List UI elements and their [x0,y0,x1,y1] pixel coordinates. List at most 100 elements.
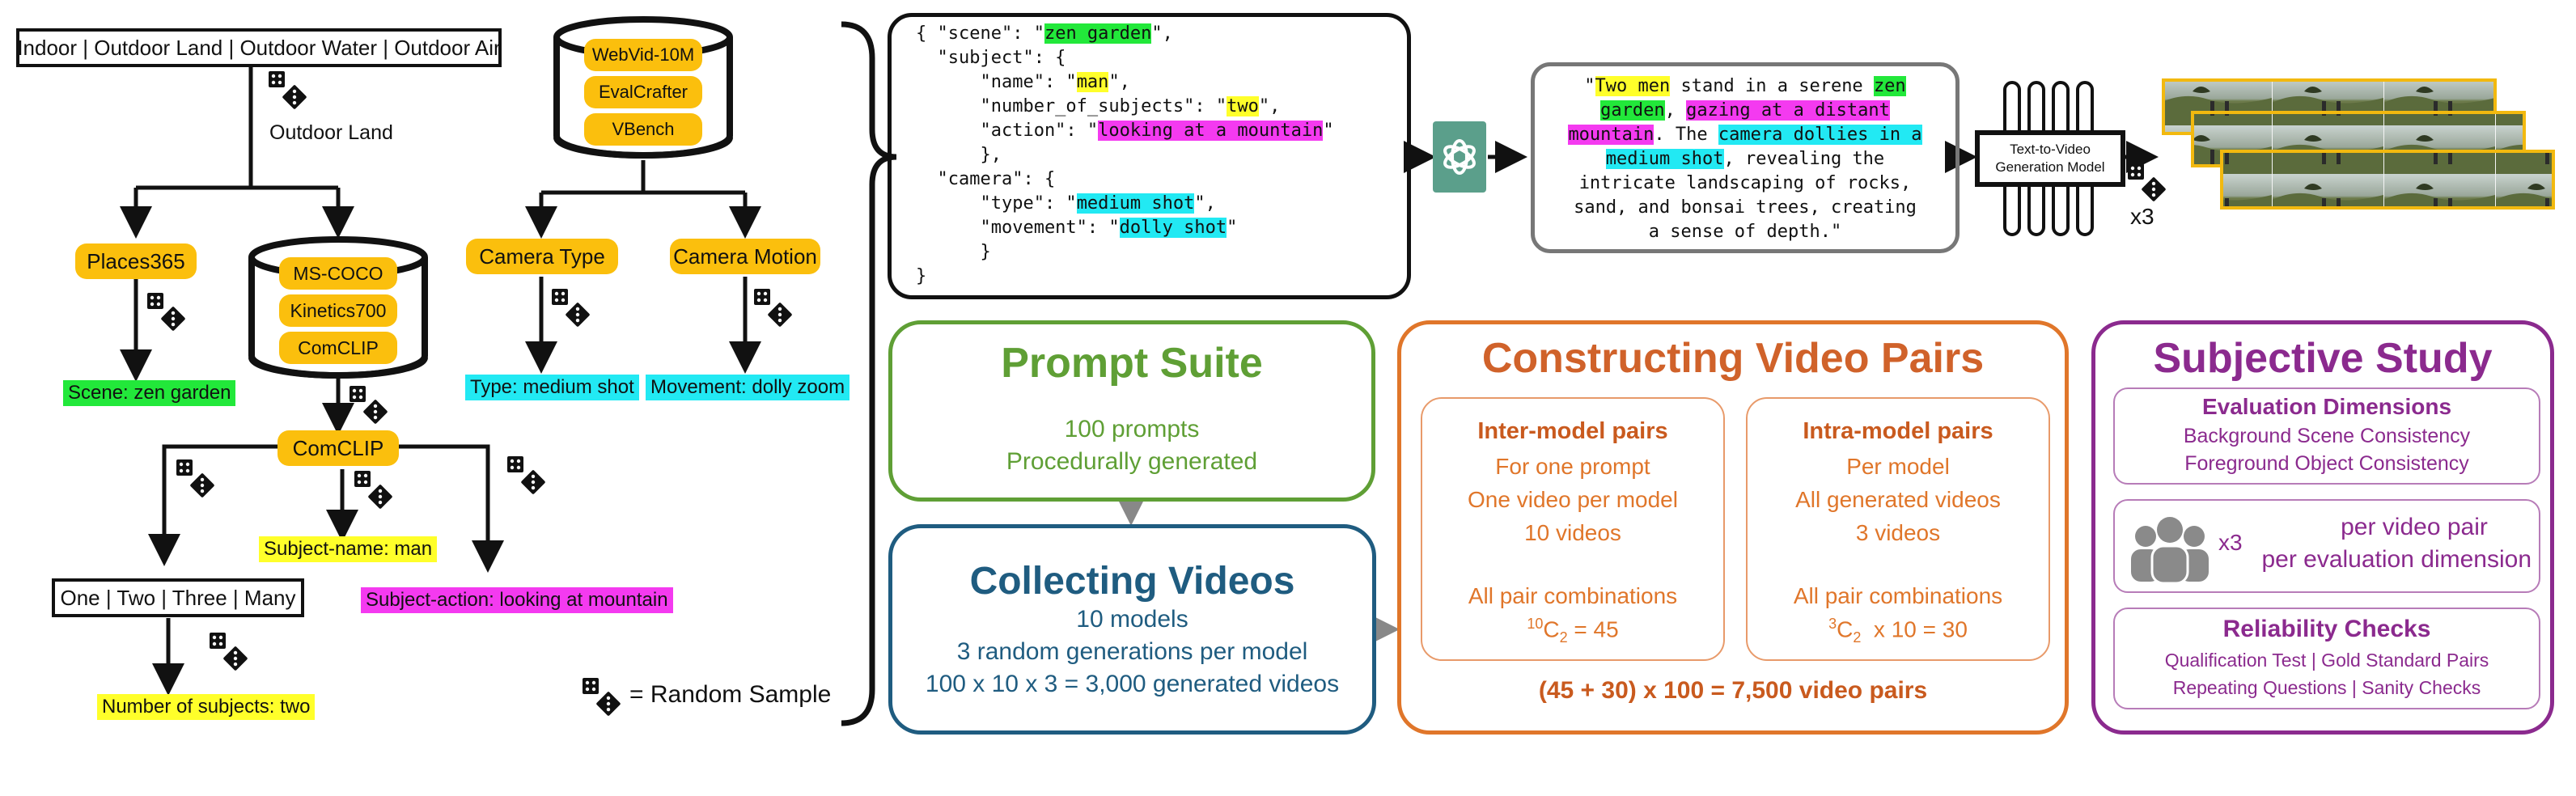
dice-icon [754,289,792,327]
prompt-suite-line: 100 prompts [1064,416,1200,442]
dice-icon [583,678,621,716]
subject-action-tag: Subject-action: looking at mountain [361,587,673,613]
inter-model-line: All pair combinations [1468,583,1678,608]
brace-icon [841,21,897,726]
json-line: } [916,242,991,262]
inter-model-box: Inter-model pairs For one prompt One vid… [1421,397,1725,661]
t2v-model-icon [1975,81,2125,236]
scene-tag: Scene: zen garden [63,380,236,406]
t2v-model-label: Text-to-Video Generation Model [1995,142,2105,175]
environment-options-box: Indoor | Outdoor Land | Outdoor Water | … [16,28,502,67]
json-line: "subject": { [916,48,1066,68]
json-line: "movement": "dolly shot" [916,218,1238,238]
reliability-check-item: Repeating Questions | Sanity Checks [2172,677,2481,698]
camera-type-pill: Camera Type [466,239,618,274]
comclip-pill: ComCLIP [278,430,399,466]
db1-item: MS-COCO [279,257,397,290]
places365-pill: Places365 [75,243,197,279]
db1-item: Kinetics700 [279,294,397,327]
times-three-label: x3 [2130,204,2154,229]
json-line: "name": "man", [916,72,1130,92]
camera-movement-tag: Movement: dolly zoom [646,375,850,400]
intra-model-line: 3 videos [1855,520,1941,545]
subject-count-tag: Number of subjects: two [97,694,316,720]
raters-multiplier: x3 [2218,530,2243,555]
prompt-suite-panel: Prompt Suite 100 prompts Procedurally ge… [888,320,1375,502]
dice-icon [176,459,214,498]
prompt-line: garden, gazing at a distant [1600,100,1890,121]
dice-icon [354,471,392,509]
subjective-study-panel: Subjective Study Evaluation Dimensions B… [2091,320,2554,735]
prompt-suite-line: Procedurally generated [1006,448,1258,475]
inter-model-formula: 10C2 = 45 [1527,616,1619,646]
openai-logo [1433,121,1486,193]
prompt-line: medium shot, revealing the [1605,149,1885,169]
db2-item: VBench [584,113,702,146]
raters-per-line: per video pair [2341,514,2488,540]
prompt-line: sand, and bonsai trees, creating [1574,197,1917,218]
json-line: { "scene": "zen garden", [916,23,1173,44]
reliability-checks-box: Reliability Checks Qualification Test | … [2113,608,2540,709]
inter-model-line: One video per model [1468,487,1678,512]
collecting-videos-line: 3 random generations per model [956,638,1308,665]
reliability-checks-title: Reliability Checks [2222,616,2431,642]
json-line: "type": "medium shot", [916,193,1216,214]
dice-icon [2128,163,2166,201]
evaluation-dimension-item: Foreground Object Consistency [2184,452,2469,475]
prompt-line: "Two men stand in a serene zen [1584,76,1906,96]
json-line: "camera": { [916,169,1056,189]
camera-type-tag: Type: medium shot [465,375,639,400]
inter-model-line: 10 videos [1524,520,1621,545]
dice-icon [210,633,248,671]
intra-model-title: Intra-model pairs [1803,418,1993,444]
dataset-database-1: MS-COCO Kinetics700 ComCLIP [245,235,431,380]
evaluation-dimensions-box: Evaluation Dimensions Background Scene C… [2113,387,2540,485]
intra-model-line: All generated videos [1795,487,2001,512]
count-options-text: One | Two | Three | Many [60,585,296,610]
intra-model-box: Intra-model pairs Per model All generate… [1746,397,2050,661]
selected-environment-label: Outdoor Land [269,121,393,144]
prompt-line: intricate landscaping of rocks, [1578,173,1912,193]
people-icon [2131,517,2209,585]
legend-text: = Random Sample [629,681,832,708]
reliability-check-item: Qualification Test | Gold Standard Pairs [2164,650,2489,671]
environment-options-text: Indoor | Outdoor Land | Outdoor Water | … [17,35,501,60]
constructing-pairs-title: Constructing Video Pairs [1481,335,1985,382]
collecting-videos-title: Collecting Videos [969,560,1295,603]
camera-motion-pill: Camera Motion [670,239,820,274]
collecting-videos-line: 100 x 10 x 3 = 3,000 generated videos [925,671,1340,697]
subject-name-tag: Subject-name: man [259,536,438,562]
evaluation-dimension-item: Background Scene Consistency [2183,425,2471,447]
comclip-label: ComCLIP [292,435,384,460]
db1-item: ComCLIP [279,332,397,364]
video-frames-icon [2162,78,2555,210]
generated-prompt-box: "Two men stand in a serene zen garden, g… [1531,62,1960,253]
dice-icon [269,71,307,109]
raters-box: x3 per video pair per evaluation dimensi… [2113,499,2540,593]
collecting-videos-panel: Collecting Videos 10 models 3 random gen… [888,524,1376,735]
dice-icon [147,293,185,331]
prompt-suite-title: Prompt Suite [1001,340,1263,387]
dice-icon [552,289,590,327]
db2-item: WebVid-10M [584,39,702,71]
json-line: "action": "looking at a mountain" [916,121,1334,141]
json-line: } [916,266,927,286]
camera-motion-label: Camera Motion [673,243,817,269]
raters-per-line: per evaluation dimension [2261,546,2532,573]
camera-type-label: Camera Type [479,243,605,269]
places365-label: Places365 [87,248,185,273]
openai-icon [1443,139,1476,175]
intra-model-line: Per model [1846,454,1950,479]
dice-icon [350,386,388,424]
constructing-pairs-panel: Constructing Video Pairs Inter-model pai… [1397,320,2069,735]
db2-item: EvalCrafter [584,76,702,108]
prompt-line: a sense of depth." [1648,222,1842,242]
subjective-study-title: Subjective Study [2153,335,2493,382]
collecting-videos-line: 10 models [1076,606,1188,633]
dataset-database-2: WebVid-10M EvalCrafter VBench [550,15,736,160]
json-line: }, [916,145,1002,165]
count-options-box: One | Two | Three | Many [52,578,304,617]
json-spec-box: { "scene": "zen garden", "subject": { "n… [888,13,1411,299]
json-line: "number_of_subjects": "two", [916,96,1281,116]
